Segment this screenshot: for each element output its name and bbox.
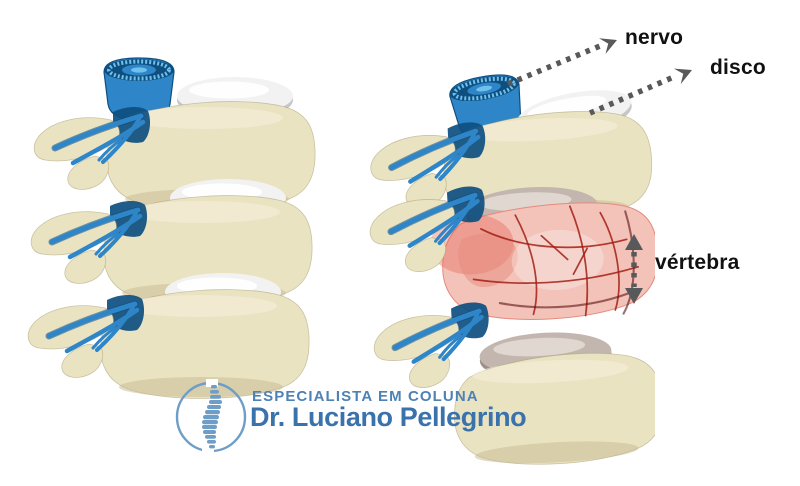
fractured-vertebra (429, 202, 655, 320)
disc-label: disco (710, 56, 766, 79)
nerve-label: nervo (625, 26, 684, 49)
logo-spine-bars (202, 385, 222, 449)
spine-in-circle-icon (175, 379, 247, 456)
healthy-spine-illustration (25, 56, 316, 399)
logo-tagline: ESPECIALISTA EM COLUNA (252, 388, 479, 405)
logo-doctor-name: Dr. Luciano Pellegrino (250, 402, 527, 432)
fractured-spine-illustration (345, 68, 655, 470)
vertebra-label: vértebra (655, 251, 740, 274)
